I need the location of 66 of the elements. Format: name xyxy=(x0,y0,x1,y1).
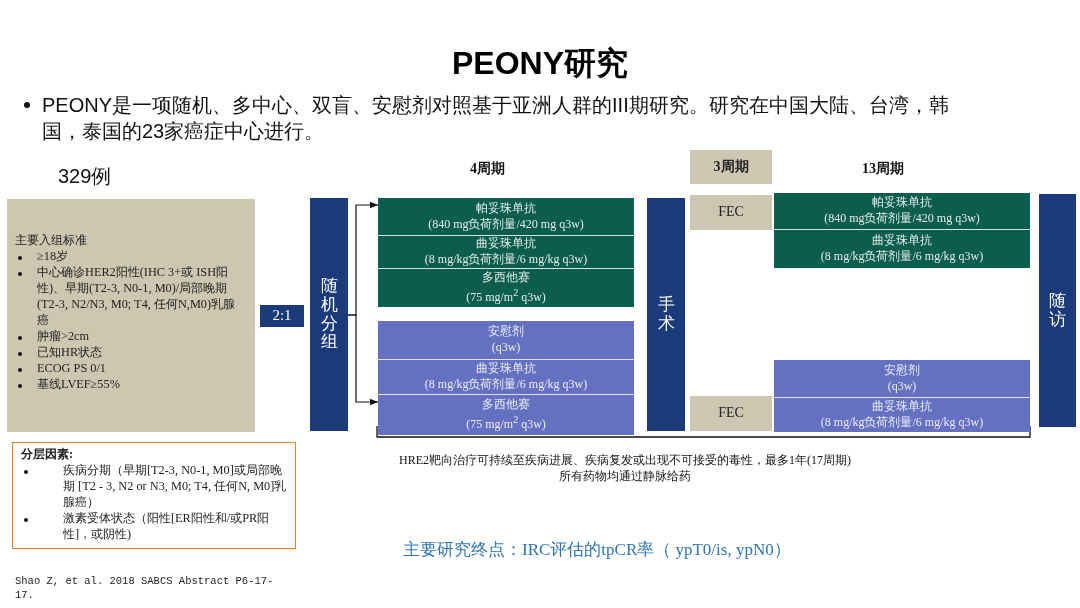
box-text: (q3w) xyxy=(887,378,917,395)
box-text: FEC xyxy=(718,203,744,222)
treatment-box xyxy=(378,360,634,395)
box-text: 安慰剂 xyxy=(884,362,920,379)
treatment-box xyxy=(378,198,634,236)
box-text: 曲妥珠单抗 xyxy=(872,399,932,415)
criteria-text: 肿瘤>2cm xyxy=(37,328,91,345)
box-text: (840 mg负荷剂量/420 mg q3w) xyxy=(824,211,980,227)
criteria-text: ECOG PS 0/1 xyxy=(37,360,107,377)
treatment-box xyxy=(378,395,634,435)
footnote-text: 所有药物均通过静脉给药 xyxy=(558,468,692,485)
phase-box xyxy=(690,150,772,184)
criteria-text: 基线LVEF≥55% xyxy=(37,376,121,393)
box-text: 多西他赛 xyxy=(482,270,530,286)
box-text: (8 mg/kg负荷剂量/6 mg/kg q3w) xyxy=(424,252,588,268)
treatment-box xyxy=(774,398,1030,432)
box-text: 2:1 xyxy=(272,306,292,326)
ratio-box xyxy=(260,305,304,327)
treatment-box xyxy=(378,321,634,360)
treatment-box xyxy=(774,230,1030,268)
box-text: (8 mg/kg负荷剂量/6 mg/kg q3w) xyxy=(820,415,984,431)
phase-box xyxy=(690,195,772,230)
treatment-box xyxy=(774,193,1030,230)
box-heading: 主要入组标准 xyxy=(15,233,88,249)
box-text: 3周期 xyxy=(713,157,749,176)
criteria-text: ≥18岁 xyxy=(37,249,70,265)
footnote-text: HRE2靶向治疗可持续至疾病进展、疾病复发或出现不可接受的毒性，最多1年(17周期) xyxy=(398,452,852,469)
criteria-text: 激素受体状态（阳性[ER阳性和/或PR阳性]，或阴性) xyxy=(63,510,271,543)
box-text: (q3w) xyxy=(491,340,521,356)
box-text: 曲妥珠单抗 xyxy=(476,236,536,252)
box-text: 手术 xyxy=(657,295,675,334)
factor-box xyxy=(12,442,296,549)
arrow xyxy=(347,314,379,406)
citation-text: Shao Z, et al. 2018 SABCS Abstract P6-17-17. xyxy=(15,574,275,602)
box-text: 曲妥珠单抗 xyxy=(476,361,536,377)
treatment-box xyxy=(378,269,634,307)
box-text: (840 mg负荷剂量/420 mg q3w) xyxy=(428,216,584,233)
sample-size-text: 329例 xyxy=(58,164,112,189)
box-text: 帕妥珠单抗 xyxy=(476,200,536,217)
phase-box xyxy=(690,396,772,431)
intro-text: PEONY是一项随机、多中心、双盲、安慰剂对照基于亚洲人群的III期研究。研究在中国大陆、台湾，韩国，泰国的23家癌症中心进行。 xyxy=(42,93,950,144)
box-heading: 分层因素: xyxy=(21,447,75,463)
criteria-text: 已知HR状态 xyxy=(37,344,104,361)
box-text: (8 mg/kg负荷剂量/6 mg/kg q3w) xyxy=(820,249,984,265)
phase-heading: 4周期 xyxy=(470,160,505,178)
box-text: (8 mg/kg负荷剂量/6 mg/kg q3w) xyxy=(424,377,588,393)
box-text: 随机分组 xyxy=(320,277,338,352)
box-text: 安慰剂 xyxy=(488,324,524,340)
criteria-box xyxy=(7,199,255,432)
box-text: 随访 xyxy=(1049,291,1066,330)
phase-heading: 13周期 xyxy=(862,160,904,178)
criteria-text: 中心确诊HER2阳性(IHC 3+或 ISH阳性)、早期(T2-3, N0-1, M0)/局部晚期(T2-3, N2/N3, M0; T4, 任何N,M0)乳腺癌 xyxy=(37,264,237,329)
box-text: 帕妥珠单抗 xyxy=(872,195,932,211)
box-text: 多西他赛 xyxy=(482,397,530,413)
label-bar xyxy=(1039,194,1076,427)
box-text: (75 mg/m$^{2}$ q3w) xyxy=(466,413,546,433)
box-text: FEC xyxy=(718,404,744,423)
box-text: 曲妥珠单抗 xyxy=(872,233,932,249)
treatment-box xyxy=(774,360,1030,398)
box-text: (75 mg/m$^{2}$ q3w) xyxy=(466,286,546,306)
slide-title: PEONY研究 xyxy=(451,44,629,83)
treatment-box xyxy=(378,236,634,269)
label-bar xyxy=(310,198,348,431)
criteria-text: 疾病分期（早期[T2-3, N0-1, M0]或局部晚期 [T2 - 3, N2 or N3, M0; T4, 任何N, M0]乳腺癌） xyxy=(63,463,287,511)
label-bar xyxy=(647,198,685,431)
endpoint-text: 主要研究终点：IRC评估的tpCR率（ ypT0/is, ypN0） xyxy=(403,539,791,561)
